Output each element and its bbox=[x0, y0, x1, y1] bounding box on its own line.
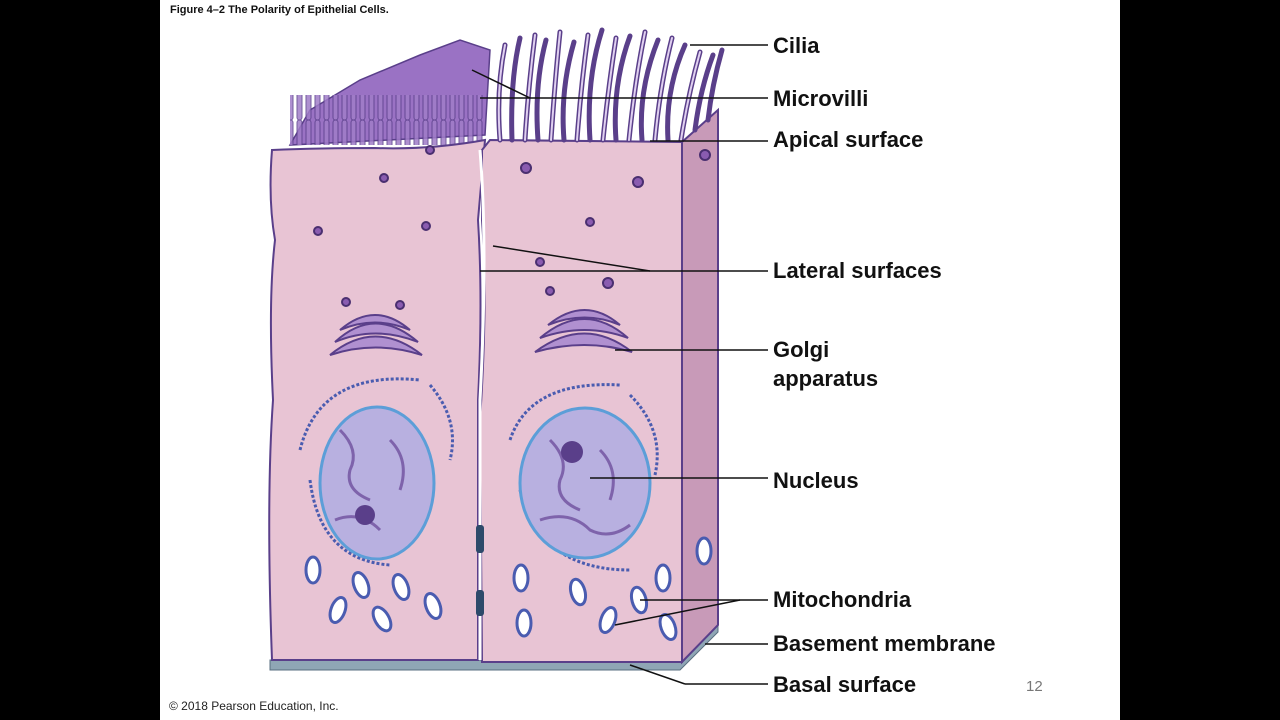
left-cell bbox=[268, 138, 487, 661]
nucleus-right bbox=[518, 406, 652, 560]
leader-lines bbox=[471, 44, 768, 685]
label-golgi-line2: apparatus bbox=[773, 366, 879, 391]
label-basal-surface: Basal surface bbox=[773, 672, 917, 697]
label-cilia: Cilia bbox=[773, 33, 820, 58]
mitochondria bbox=[304, 536, 713, 641]
label-nucleus: Nucleus bbox=[773, 468, 859, 493]
label-apical-surface: Apical surface bbox=[773, 127, 924, 152]
nucleolus-left bbox=[355, 505, 375, 525]
microvilli-tufts bbox=[290, 95, 485, 145]
desmosomes bbox=[476, 525, 484, 616]
label-lateral-surfaces: Lateral surfaces bbox=[773, 258, 942, 283]
vesicles bbox=[313, 145, 711, 310]
epithelial-cells-diagram bbox=[268, 27, 768, 685]
slide: Figure 4–2 The Polarity of Epithelial Ce… bbox=[160, 0, 1120, 720]
nucleolus-right bbox=[561, 441, 583, 463]
figure-title: Figure 4–2 The Polarity of Epithelial Ce… bbox=[170, 4, 389, 16]
cilia bbox=[496, 27, 725, 143]
label-basement-membrane: Basement membrane bbox=[773, 631, 996, 656]
copyright-notice: © 2018 Pearson Education, Inc. bbox=[169, 699, 339, 713]
cell-side-face bbox=[681, 107, 719, 665]
label-golgi-line1: Golgi bbox=[773, 337, 830, 362]
page-number: 12 bbox=[1026, 678, 1043, 695]
label-mitochondria: Mitochondria bbox=[773, 587, 912, 612]
golgi-left bbox=[329, 314, 423, 356]
label-microvilli: Microvilli bbox=[773, 86, 869, 111]
golgi-right bbox=[534, 309, 633, 353]
nucleus-left bbox=[318, 405, 436, 561]
